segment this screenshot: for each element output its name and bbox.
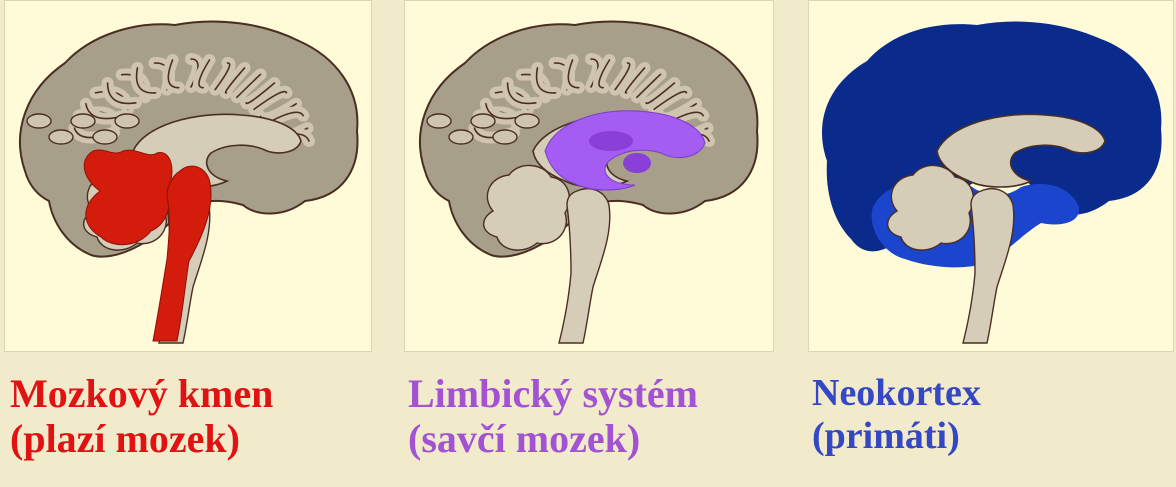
neocortex-caption-line1: Neokortex xyxy=(812,372,981,414)
brainstem-caption-line1: Mozkový kmen xyxy=(10,371,273,416)
limbic-system-panel xyxy=(404,0,774,352)
limbic-system-caption-line1: Limbický systém xyxy=(408,371,698,416)
brain-illustration-neocortex xyxy=(809,1,1174,352)
brainstem-caption-line2: (plazí mozek) xyxy=(10,416,240,461)
neocortex-caption-line2: (primáti) xyxy=(812,415,960,457)
limbic-system-caption-line2: (savčí mozek) xyxy=(408,416,640,461)
neocortex-caption: Neokortex (primáti) xyxy=(812,372,981,457)
limbic-system-caption: Limbický systém (savčí mozek) xyxy=(408,372,698,462)
brainstem-panel xyxy=(4,0,372,352)
brain-illustration-brainstem xyxy=(5,1,372,352)
neocortex-panel xyxy=(808,0,1174,352)
brain-illustration-limbic xyxy=(405,1,774,352)
brainstem-caption: Mozkový kmen (plazí mozek) xyxy=(10,372,273,462)
